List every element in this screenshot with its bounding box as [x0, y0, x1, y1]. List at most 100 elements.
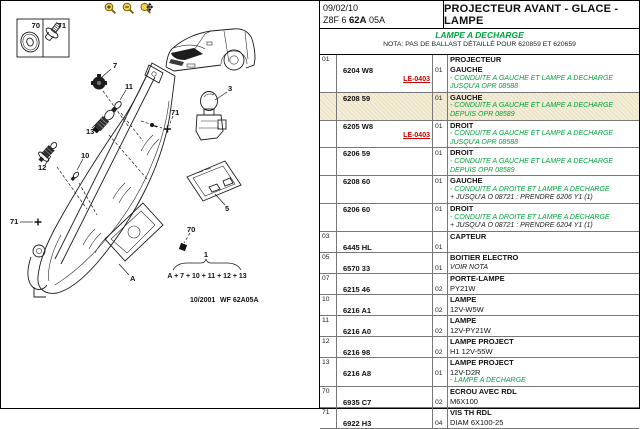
headlamp-assembly — [27, 62, 176, 298]
lamp-type-note: LAMPE A DECHARGE — [435, 30, 524, 40]
group-name-cell: ECROU AVEC RDL — [448, 387, 639, 397]
group-name: LAMPE PROJECT — [450, 336, 514, 346]
h1-bulb-part — [38, 142, 58, 163]
part-number-cell — [337, 252, 433, 263]
group-name-cell: CAPTEUR — [448, 232, 639, 242]
formula-number: 1 — [204, 250, 208, 259]
group-ref: 07 — [320, 273, 337, 284]
part-spec: VOIR NOTA — [450, 263, 488, 271]
group-name-cell: LAMPE PROJECT — [448, 358, 639, 368]
part-ref — [320, 241, 337, 252]
discharge-bulb-part — [92, 109, 115, 134]
part-qty: 01 — [433, 92, 448, 120]
part-qty: 02 — [433, 304, 448, 315]
part-ref — [320, 148, 337, 176]
le-doc-link[interactable]: LE-0403 — [403, 131, 430, 139]
diagram-panel: 70 71 — [1, 1, 319, 408]
part-spec: 12V-W5W — [450, 304, 484, 314]
callout-10: 10 — [81, 151, 89, 160]
qty-cell — [433, 55, 448, 65]
part-qty: 02 — [433, 325, 448, 336]
part-ref — [320, 417, 337, 428]
part-ref — [320, 346, 337, 357]
part-spec: H1 12V-55W — [450, 346, 493, 356]
group-ref: 05 — [320, 252, 337, 263]
part-ref — [320, 283, 337, 294]
part-spec: 12V-D2R — [450, 367, 481, 377]
zoom-pan-icon[interactable] — [140, 2, 154, 15]
part-desc-cell: 12V-D2R- LAMPE A DECHARGE — [448, 368, 639, 386]
group-header-row: 05 BOITIER ELECTRO — [320, 252, 639, 263]
part-number: 6216 A8 — [343, 368, 372, 378]
ballast-module-part — [186, 160, 242, 202]
le-doc-link[interactable]: LE-0403 — [403, 76, 430, 83]
group-ref: 71 — [320, 407, 337, 418]
part-number: 6204 W8 — [343, 66, 374, 75]
part-ref — [320, 120, 337, 148]
formula-text: A + 7 + 10 + 11 + 12 + 13 — [167, 273, 246, 280]
group-name-cell: LAMPE PROJECT — [448, 337, 639, 347]
qty-cell — [433, 315, 448, 326]
part-spec: 12V-PY21W — [450, 325, 491, 335]
part-number: 6206 60 — [343, 204, 371, 214]
group-name-cell: LAMPE — [448, 316, 639, 326]
callout-71-top: 71 — [171, 108, 179, 117]
zoom-out-icon[interactable] — [122, 2, 135, 15]
part-number-cell: 6208 60 — [337, 176, 433, 203]
group-name-cell: LAMPE — [448, 295, 639, 305]
part-qty: 01 — [433, 65, 448, 92]
part-qty: 01 — [433, 176, 448, 203]
callout-3: 3 — [228, 84, 232, 93]
callout-A: A — [130, 274, 136, 283]
part-number: 6570 33 — [343, 263, 371, 273]
group-name: BOITIER ELECTRO — [450, 252, 519, 262]
part-qty: 01 — [433, 367, 448, 386]
doc-ref-prefix: Z8F 6 — [323, 15, 350, 25]
part-number-cell: 6445 HL — [337, 241, 433, 252]
part-number: 6205 W8 — [343, 121, 374, 131]
part-note: - LAMPE A DECHARGE — [450, 377, 526, 385]
footer-date: 10/2001 — [190, 297, 215, 304]
part-desc-cell: H1 12V-55W — [448, 347, 639, 357]
part-desc-cell: M6X100 — [448, 397, 639, 407]
part-desc-cell: DROIT- CONDUITE A GAUCHE ET LAMPE A DECH… — [448, 148, 639, 175]
part-desc-cell: 12V-W5W — [448, 305, 639, 315]
part-spec: PY21W — [450, 283, 476, 293]
part-note: + JUSQU'A O 08721 : PRENDRE 6204 Y1 (1) — [450, 222, 593, 230]
part-ref — [320, 367, 337, 386]
group-ref: 12 — [320, 336, 337, 347]
part-number-cell — [337, 294, 433, 305]
part-number: 6216 98 — [343, 347, 371, 357]
zoom-in-icon[interactable] — [104, 2, 117, 15]
wedge-bulb-part — [70, 171, 80, 182]
part-number-cell — [337, 231, 433, 242]
part-qty: 02 — [433, 346, 448, 357]
part-ref — [320, 325, 337, 336]
callout-5: 5 — [225, 204, 229, 213]
part-desc-cell: PY21W — [448, 284, 639, 294]
group-ref: 70 — [320, 386, 337, 397]
inset-label-70: 70 — [32, 21, 40, 30]
part-qty: 01 — [433, 262, 448, 273]
part-number-cell: 6208 59 — [337, 92, 433, 120]
inset-label-71: 71 — [58, 21, 66, 30]
part-side: DROIT — [450, 203, 474, 213]
group-name-cell: VIS TH RDL — [448, 408, 639, 418]
part-number-cell: 6570 33 — [337, 262, 433, 273]
part-number-cell: 6216 A8 — [337, 367, 433, 386]
callout-11: 11 — [125, 82, 133, 91]
